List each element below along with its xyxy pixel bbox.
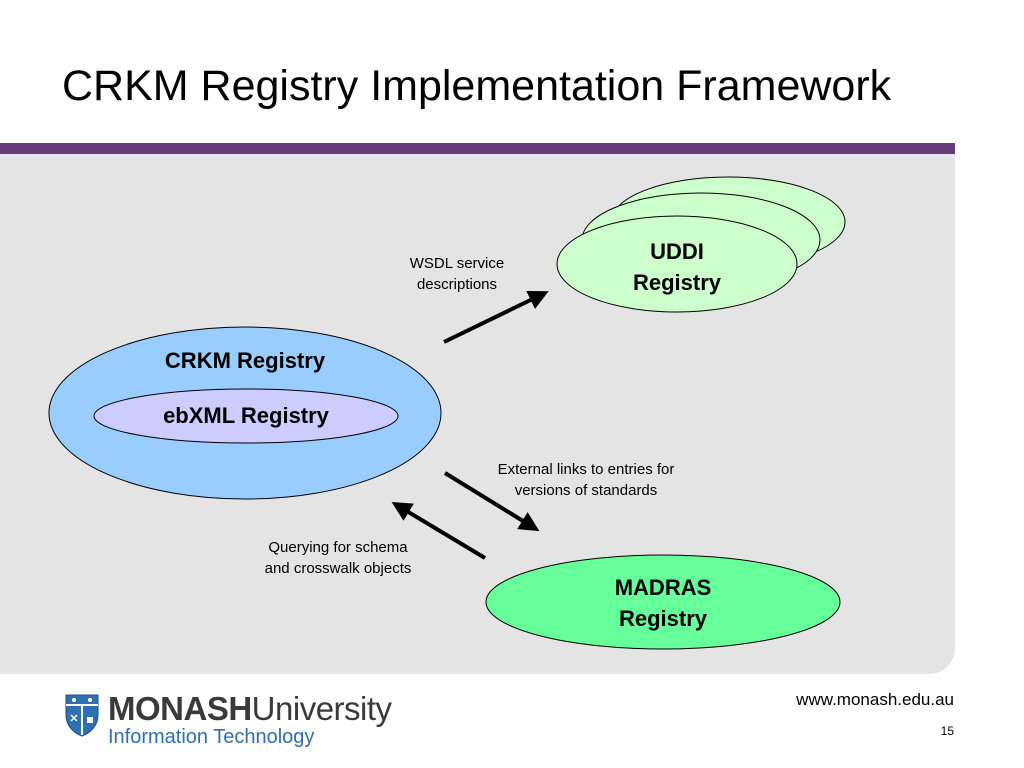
ebxml-registry-label: ebXML Registry bbox=[163, 403, 329, 428]
monash-crest-icon bbox=[65, 694, 99, 737]
external-links-arrow bbox=[443, 471, 540, 532]
uddi-registry-label: UDDI Registry bbox=[597, 236, 757, 298]
wsdl-label-line1: WSDL service bbox=[409, 255, 505, 272]
querying-arrow bbox=[391, 501, 487, 560]
uddi-registry-ellipse bbox=[556, 215, 798, 313]
monash-wordmark-regular: University bbox=[251, 690, 392, 727]
querying-edge-label: Querying for schema and crosswalk object… bbox=[243, 537, 433, 579]
wsdl-edge-label: WSDL service descriptions bbox=[382, 253, 532, 295]
querying-label-line2: and crosswalk objects bbox=[264, 560, 412, 577]
external-links-edge-label: External links to entries for versions o… bbox=[466, 459, 706, 501]
madras-label-line2: Registry bbox=[618, 606, 708, 631]
page-number: 15 bbox=[940, 724, 954, 738]
uddi-label-line2: Registry bbox=[632, 270, 722, 295]
wsdl-label-line2: descriptions bbox=[416, 276, 498, 293]
monash-logo: MONASHUniversity Information Technology bbox=[64, 690, 404, 750]
accent-bar bbox=[0, 143, 955, 154]
external-links-label-line2: versions of standards bbox=[514, 482, 658, 499]
slide-title: CRKM Registry Implementation Framework bbox=[62, 62, 892, 110]
monash-wordmark: MONASHUniversity bbox=[108, 690, 392, 728]
wsdl-arrow bbox=[443, 290, 549, 344]
madras-registry-label: MADRAS Registry bbox=[563, 572, 763, 634]
crkm-registry-label: CRKM Registry bbox=[164, 348, 326, 373]
uddi-label-line1: UDDI bbox=[650, 239, 704, 264]
ebxml-registry-ellipse bbox=[93, 388, 399, 444]
monash-wordmark-bold: MONASH bbox=[108, 690, 252, 727]
external-links-label-line1: External links to entries for bbox=[497, 461, 675, 478]
footer-url: www.monash.edu.au bbox=[796, 690, 954, 709]
faculty-name: Information Technology bbox=[108, 726, 315, 748]
madras-registry-ellipse bbox=[485, 554, 841, 650]
querying-label-line1: Querying for schema bbox=[268, 539, 408, 556]
madras-label-line1: MADRAS bbox=[614, 575, 712, 600]
